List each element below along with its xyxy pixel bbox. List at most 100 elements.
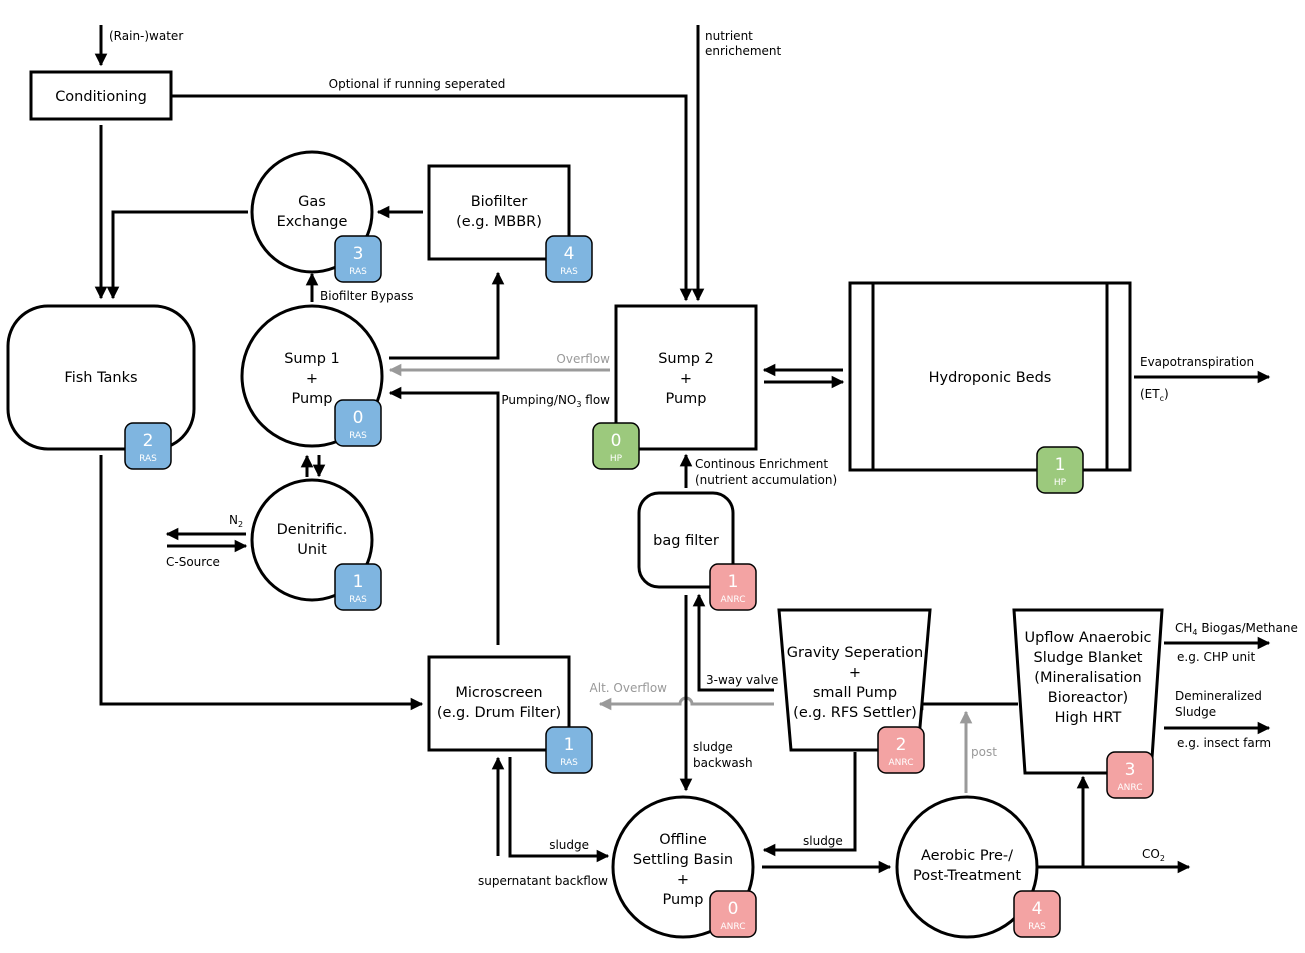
badge-microscreen: 1 RAS [545, 726, 593, 774]
badge-gravity-tag: ANRC [889, 758, 914, 768]
badge-sump2: 0 HP [592, 422, 640, 470]
label-co2-sub: 2 [1160, 854, 1165, 863]
gravity-line2: + [849, 665, 861, 681]
label-etc-pre: (ET [1140, 387, 1160, 401]
badge-denitrific-num: 1 [353, 572, 364, 592]
uasb-line4: Bioreactor) [1048, 690, 1128, 706]
label-ch4-post: Biogas/Methane [1198, 621, 1298, 635]
sump2-line2: + [680, 371, 692, 387]
microscreen-line2: (e.g. Drum Filter) [437, 705, 561, 721]
label-etc: (ETc) [1140, 387, 1169, 403]
badge-biofilter-tag: RAS [560, 267, 578, 277]
arrow-gravity-sludge [762, 752, 857, 857]
badge-aerobic: 4 RAS [1013, 890, 1061, 938]
uasb-line3: (Mineralisation [1034, 670, 1141, 686]
label-pumping-sub: 3 [576, 400, 581, 409]
uasb-node: Upflow Anaerobic Sludge Blanket (Mineral… [1012, 608, 1164, 775]
gravity-line1: Gravity Seperation [787, 645, 923, 661]
label-co2-pre: CO [1142, 847, 1160, 861]
label-nutrient-line2: enrichement [705, 44, 782, 58]
label-sludge-gravity: sludge [803, 834, 843, 848]
badge-offline-num: 0 [728, 899, 739, 919]
badge-bag-filter-num: 1 [728, 572, 739, 592]
badge-aerobic-tag: RAS [1028, 922, 1046, 932]
microscreen-line1: Microscreen [455, 685, 542, 701]
label-alt-overflow: Alt. Overflow [590, 681, 668, 695]
label-continous-line1: Continous Enrichment [695, 457, 828, 471]
badge-microscreen-num: 1 [564, 735, 575, 755]
uasb-line1: Upflow Anaerobic [1025, 630, 1152, 646]
gravity-seperation-node: Gravity Seperation + small Pump (e.g. RF… [777, 608, 932, 752]
label-etc-sub: c [1160, 394, 1164, 403]
badge-gravity: 2 ANRC [877, 726, 925, 774]
bag-filter-label: bag filter [653, 533, 719, 549]
connectors [94, 25, 1271, 874]
arrow-conditioning-to-sump2 [172, 94, 693, 302]
badge-aerobic-num: 4 [1032, 899, 1043, 919]
badge-biofilter: 4 RAS [545, 235, 593, 283]
badge-microscreen-tag: RAS [560, 758, 578, 768]
conditioning-node: Conditioning [29, 70, 173, 121]
aerobic-node: Aerobic Pre-/ Post-Treatment [895, 795, 1039, 939]
aerobic-line2: Post-Treatment [913, 868, 1021, 884]
badge-fish-tanks-tag: RAS [139, 454, 157, 464]
label-supernatant-backflow: supernatant backflow [478, 874, 608, 888]
offline-line1: Offline [659, 832, 707, 848]
biofilter-line2: (e.g. MBBR) [456, 214, 542, 230]
gravity-line3: small Pump [813, 685, 897, 701]
badge-sump1-num: 0 [353, 408, 364, 428]
gravity-line4: (e.g. RFS Settler) [793, 705, 917, 721]
badge-fish-tanks: 2 RAS [124, 422, 172, 470]
arrow-gravity-to-bagfilter [692, 593, 774, 692]
label-sludge-backwash-line2: backwash [693, 756, 753, 770]
badge-hydroponic: 1 HP [1036, 446, 1084, 494]
label-chp-unit: e.g. CHP unit [1177, 650, 1255, 664]
microscreen-node: Microscreen (e.g. Drum Filter) [427, 655, 571, 752]
badge-fish-tanks-num: 2 [143, 431, 154, 451]
badge-uasb-tag: ANRC [1118, 783, 1143, 793]
label-n2: N2 [229, 513, 243, 529]
arrow-microscreen-sludge [508, 757, 610, 863]
sump2-node: Sump 2 + Pump [614, 304, 758, 451]
label-ch4-pre: CH [1175, 621, 1192, 635]
label-overflow: Overflow [556, 352, 610, 366]
arrow-sump1-to-biofilter [389, 271, 505, 360]
label-demineralized-line2: Sludge [1175, 705, 1216, 719]
badge-sump1: 0 RAS [334, 399, 382, 447]
gas-exchange-line2: Exchange [277, 214, 348, 230]
sump2-line3: Pump [665, 391, 706, 407]
badge-denitrific: 1 RAS [334, 563, 382, 611]
label-nutrient-line1: nutrient [705, 29, 753, 43]
label-post: post [971, 745, 997, 759]
badge-gas-exchange-tag: RAS [349, 267, 367, 277]
aerobic-line1: Aerobic Pre-/ [921, 848, 1013, 864]
label-co2: CO2 [1142, 847, 1165, 863]
badge-denitrific-tag: RAS [349, 595, 367, 605]
offline-line3: + [677, 872, 689, 888]
label-c-source: C-Source [166, 555, 220, 569]
gas-exchange-line1: Gas [298, 194, 326, 210]
badge-uasb-num: 3 [1125, 760, 1136, 780]
label-demineralized-line1: Demineralized [1175, 689, 1262, 703]
label-insect-farm: e.g. insect farm [1177, 736, 1271, 750]
edge-labels: (Rain-)water Optional if running seperat… [109, 29, 1298, 888]
fish-tanks-label: Fish Tanks [64, 370, 137, 386]
badge-offline: 0 ANRC [709, 890, 757, 938]
bag-filter-node: bag filter [637, 491, 735, 589]
badge-sump2-tag: HP [610, 454, 623, 464]
offline-line4: Pump [662, 892, 703, 908]
label-etc-post: ) [1164, 387, 1169, 401]
fish-tanks-node: Fish Tanks [6, 304, 196, 451]
uasb-line5: High HRT [1055, 710, 1122, 726]
sump1-line2: + [306, 371, 318, 387]
label-optional-seperated: Optional if running seperated [329, 77, 506, 91]
badge-gas-exchange: 3 RAS [334, 235, 382, 283]
biofilter-node: Biofilter (e.g. MBBR) [427, 164, 571, 261]
label-pumping-pre: Pumping/NO [501, 393, 576, 407]
badge-offline-tag: ANRC [721, 922, 746, 932]
conditioning-label: Conditioning [55, 89, 147, 105]
sump1-line3: Pump [291, 391, 332, 407]
label-continous-line2: (nutrient accumulation) [695, 473, 837, 487]
badge-biofilter-num: 4 [564, 244, 575, 264]
